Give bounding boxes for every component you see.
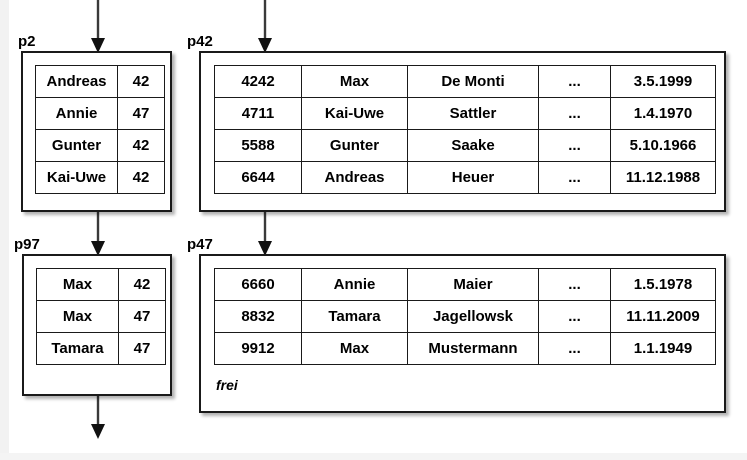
arrow-p2-to-p97 (88, 211, 108, 257)
table-row: 6644 Andreas Heuer ... 11.12.1988 (214, 161, 716, 194)
cell-firstname: Max (301, 332, 408, 365)
page-box-p42[interactable]: 4242 Max De Monti ... 3.5.1999 4711 Kai-… (199, 51, 726, 212)
cell-date: 1.1.1949 (610, 332, 716, 365)
page-label-p97: p97 (14, 236, 40, 253)
cell-date: 5.10.1966 (610, 129, 716, 162)
cell-date: 1.4.1970 (610, 97, 716, 130)
cell-name: Max (36, 300, 119, 333)
table-row: Tamara 47 (36, 332, 166, 365)
cell-date: 11.11.2009 (610, 300, 716, 333)
cell-more: ... (538, 129, 611, 162)
cell-id: 8832 (214, 300, 302, 333)
cell-hash: 47 (118, 332, 166, 365)
page-box-p2[interactable]: Andreas 42 Annie 47 Gunter 42 Kai-Uwe 42 (21, 51, 172, 212)
table-p97: Max 42 Max 47 Tamara 47 (36, 268, 166, 365)
page-label-p47: p47 (187, 236, 213, 253)
cell-id: 4711 (214, 97, 302, 130)
arrow-p42-to-p47 (255, 211, 275, 257)
cell-firstname: Annie (301, 268, 408, 301)
table-row: 9912 Max Mustermann ... 1.1.1949 (214, 332, 716, 365)
table-row: 4711 Kai-Uwe Sattler ... 1.4.1970 (214, 97, 716, 130)
cell-name: Gunter (35, 129, 118, 162)
cell-date: 11.12.1988 (610, 161, 716, 194)
page-edge-shading-bottom (0, 453, 747, 460)
cell-id: 9912 (214, 332, 302, 365)
page-box-p97[interactable]: Max 42 Max 47 Tamara 47 (22, 254, 172, 396)
cell-date: 1.5.1978 (610, 268, 716, 301)
table-row: Andreas 42 (35, 65, 165, 98)
cell-lastname: Mustermann (407, 332, 539, 365)
cell-firstname: Kai-Uwe (301, 97, 408, 130)
cell-date: 3.5.1999 (610, 65, 716, 98)
table-row: Max 42 (36, 268, 166, 301)
cell-lastname: Maier (407, 268, 539, 301)
cell-lastname: De Monti (407, 65, 539, 98)
cell-more: ... (538, 97, 611, 130)
cell-lastname: Saake (407, 129, 539, 162)
arrow-into-p2 (88, 0, 108, 54)
page-box-p47[interactable]: 6660 Annie Maier ... 1.5.1978 8832 Tamar… (199, 254, 726, 413)
cell-more: ... (538, 332, 611, 365)
cell-firstname: Tamara (301, 300, 408, 333)
cell-lastname: Sattler (407, 97, 539, 130)
table-p42: 4242 Max De Monti ... 3.5.1999 4711 Kai-… (214, 65, 716, 194)
table-row: Kai-Uwe 42 (35, 161, 165, 194)
page-label-p42: p42 (187, 33, 213, 50)
cell-firstname: Andreas (301, 161, 408, 194)
page-edge-shading-left (0, 0, 9, 460)
cell-firstname: Max (301, 65, 408, 98)
table-row: 6660 Annie Maier ... 1.5.1978 (214, 268, 716, 301)
cell-more: ... (538, 300, 611, 333)
cell-more: ... (538, 161, 611, 194)
table-row: Annie 47 (35, 97, 165, 130)
cell-id: 4242 (214, 65, 302, 98)
cell-id: 5588 (214, 129, 302, 162)
cell-id: 6660 (214, 268, 302, 301)
cell-hash: 47 (118, 300, 166, 333)
cell-lastname: Heuer (407, 161, 539, 194)
cell-more: ... (538, 268, 611, 301)
cell-name: Tamara (36, 332, 119, 365)
cell-id: 6644 (214, 161, 302, 194)
cell-more: ... (538, 65, 611, 98)
table-row: 8832 Tamara Jagellowsk ... 11.11.2009 (214, 300, 716, 333)
table-p2: Andreas 42 Annie 47 Gunter 42 Kai-Uwe 42 (35, 65, 165, 194)
arrow-p97-to-below (88, 395, 108, 441)
cell-firstname: Gunter (301, 129, 408, 162)
cell-hash: 42 (118, 268, 166, 301)
cell-name: Max (36, 268, 119, 301)
cell-name: Kai-Uwe (35, 161, 118, 194)
cell-name: Andreas (35, 65, 118, 98)
table-row: 4242 Max De Monti ... 3.5.1999 (214, 65, 716, 98)
free-space-label: frei (216, 377, 238, 393)
cell-lastname: Jagellowsk (407, 300, 539, 333)
cell-hash: 42 (117, 161, 165, 194)
table-row: Gunter 42 (35, 129, 165, 162)
table-row: 5588 Gunter Saake ... 5.10.1966 (214, 129, 716, 162)
arrow-into-p42 (255, 0, 275, 54)
cell-name: Annie (35, 97, 118, 130)
cell-hash: 42 (117, 65, 165, 98)
table-p47: 6660 Annie Maier ... 1.5.1978 8832 Tamar… (214, 268, 716, 365)
page-label-p2: p2 (18, 33, 36, 50)
cell-hash: 42 (117, 129, 165, 162)
table-row: Max 47 (36, 300, 166, 333)
cell-hash: 47 (117, 97, 165, 130)
